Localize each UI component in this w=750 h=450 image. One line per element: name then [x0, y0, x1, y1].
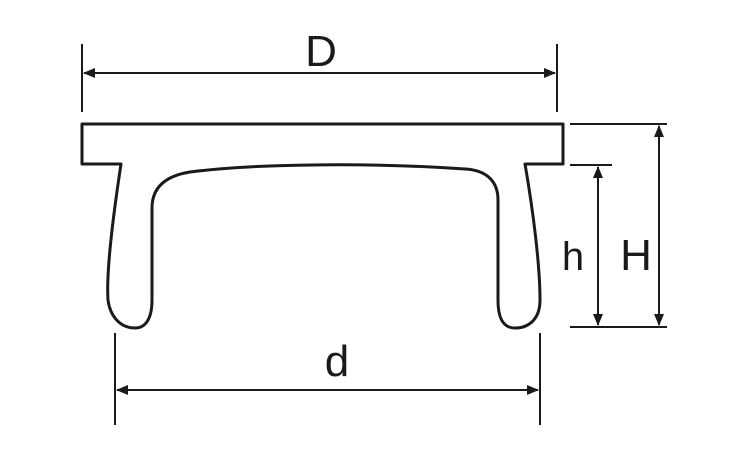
- D-label: D: [305, 27, 337, 76]
- d-label: d: [325, 337, 349, 386]
- cap-profile-outline: [80, 122, 565, 330]
- H-label: H: [620, 231, 652, 280]
- h-label: h: [562, 235, 584, 279]
